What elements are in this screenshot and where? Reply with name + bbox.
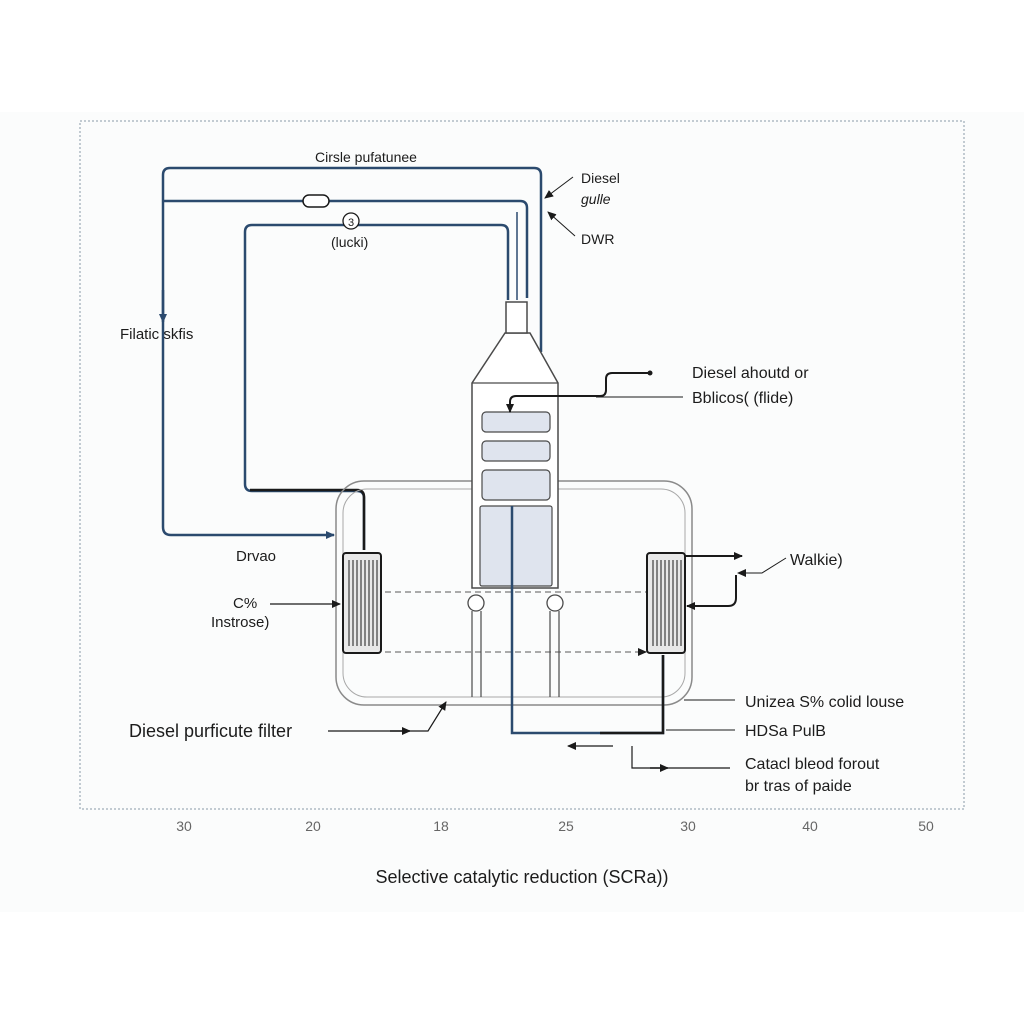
label-bblicos: Bblicos( (flide) <box>692 390 793 407</box>
dosing-module-nozzle <box>505 301 528 334</box>
tick-5: 30 <box>680 818 696 834</box>
tick-7: 50 <box>918 818 934 834</box>
label-top-loop: Cirsle pufatunee <box>315 149 417 165</box>
diagram-title: Selective catalytic reduction (SCRa)) <box>375 867 668 887</box>
valve-right-icon <box>546 594 564 612</box>
dwr-leader <box>547 211 576 237</box>
sensor-line <box>163 199 529 298</box>
valve-left-icon <box>467 594 485 612</box>
outer-loop-pipe <box>161 166 543 539</box>
diesel-feed-line <box>506 372 650 413</box>
module-tank <box>479 505 553 587</box>
label-dwr: DWR <box>581 231 614 247</box>
feed-dot-icon <box>647 370 653 376</box>
label-dpf: Diesel purficute filter <box>129 721 292 741</box>
walkie-leader <box>737 557 787 577</box>
tick-1: 30 <box>176 818 192 834</box>
label-walkie: Walkie) <box>790 552 843 569</box>
label-drvao: Drvao <box>236 548 276 565</box>
tick-2: 20 <box>305 818 321 834</box>
diesel-leader <box>544 176 574 199</box>
label-hdsa: HDSa PulB <box>745 723 826 740</box>
right-filter-ribs <box>652 560 682 646</box>
label-diesel-ahoutd: Diesel ahoutd or <box>692 365 809 382</box>
dpf-leader <box>328 701 447 732</box>
module-slot-1 <box>481 411 551 433</box>
diagram-frame <box>79 120 965 810</box>
inline-sensor-icon <box>302 194 330 208</box>
catalcl-leader <box>631 746 730 769</box>
drain-line-black <box>600 655 665 735</box>
label-c-percent: C% <box>233 595 257 612</box>
left-filter-ribs <box>348 560 378 646</box>
walkie-return-line <box>686 575 737 610</box>
label-diesel: Diesel <box>581 170 620 186</box>
label-inner-loop: (lucki) <box>331 234 368 250</box>
tick-4: 25 <box>558 818 574 834</box>
inner-loop-marker-symbol: 3 <box>348 217 354 229</box>
module-slot-2 <box>481 440 551 462</box>
inner-loop-marker-icon <box>342 212 360 230</box>
label-left-side: Filatic skfis <box>120 326 193 343</box>
label-catalcl-2: br tras of paide <box>745 778 852 795</box>
tick-6: 40 <box>802 818 818 834</box>
label-unizea: Unizea S% colid louse <box>745 694 904 711</box>
inner-loop-return <box>250 488 366 550</box>
label-instrose: Instrose) <box>211 614 269 631</box>
inner-loop-pipe <box>243 223 510 550</box>
label-catalcl-1: Catacl bleod forout <box>745 756 880 773</box>
tick-3: 18 <box>433 818 449 834</box>
module-slot-3 <box>481 469 551 501</box>
axis-ticks: 30 20 18 25 30 40 50 <box>176 818 934 834</box>
label-gulle: gulle <box>581 191 611 207</box>
